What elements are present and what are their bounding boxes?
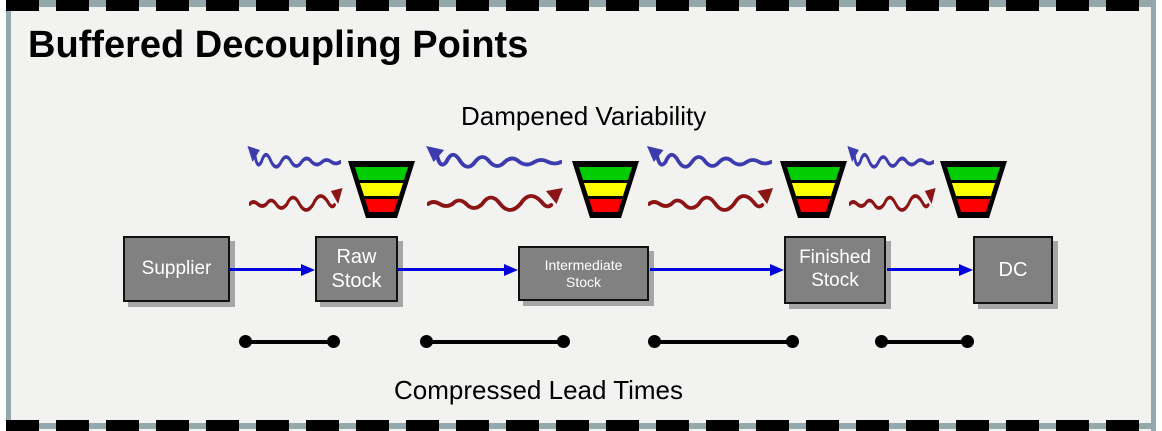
supply-variability-wave-icon: [427, 188, 563, 212]
variability-wave-pair: [645, 145, 774, 221]
flow-arrowhead-icon: [959, 263, 973, 276]
slide-title: Buffered Decoupling Points: [28, 24, 529, 66]
buffer-funnel-icon: [940, 161, 1007, 218]
demand-variability-wave-icon: [247, 146, 341, 169]
flow-arrow: [230, 263, 315, 276]
node-label: DC: [998, 259, 1028, 281]
lead-time-endpoint-icon: [961, 335, 974, 348]
lead-time-line: [881, 339, 968, 344]
node-intermediate-stock: Intermediate Stock: [518, 246, 649, 301]
flow-arrow-line: [887, 268, 959, 271]
supply-variability-wave-icon: [249, 188, 343, 212]
node-label: Finished Stock: [799, 247, 871, 291]
slide-frame: Buffered Decoupling Points Dampened Vari…: [6, 0, 1156, 431]
supply-variability-wave-icon: [849, 188, 936, 212]
flow-arrow-line: [230, 268, 301, 271]
lead-time-bar: [420, 335, 570, 348]
flow-arrow: [650, 263, 784, 276]
lead-time-endpoint-icon: [239, 335, 252, 348]
buffer-funnel-icon: [780, 161, 847, 218]
flow-arrow: [887, 263, 973, 276]
demand-variability-wave-icon: [426, 146, 562, 169]
lead-time-line: [426, 339, 564, 344]
node-label: Supplier: [141, 257, 212, 279]
flow-arrowhead-icon: [770, 263, 784, 276]
bottom-dashed-border: [6, 420, 1156, 431]
flow-arrow-line: [650, 268, 770, 271]
buffer-funnel-icon: [572, 161, 639, 218]
lead-time-bar: [875, 335, 974, 348]
lead-time-endpoint-icon: [875, 335, 888, 348]
node-dc: DC: [973, 236, 1053, 304]
diagram-canvas: Buffered Decoupling Points Dampened Vari…: [11, 0, 1151, 431]
variability-wave-pair: [246, 145, 343, 221]
variability-wave-pair: [424, 145, 563, 221]
lead-time-endpoint-icon: [557, 335, 570, 348]
lead-time-endpoint-icon: [786, 335, 799, 348]
dampened-variability-label: Dampened Variability: [461, 101, 707, 131]
demand-variability-wave-icon: [847, 146, 934, 169]
node-finished-stock: Finished Stock: [784, 236, 886, 304]
compressed-lead-times-label: Compressed Lead Times: [394, 375, 684, 405]
lead-time-line: [654, 339, 793, 344]
lead-time-bar: [239, 335, 340, 348]
lead-time-endpoint-icon: [648, 335, 661, 348]
lead-time-endpoint-icon: [420, 335, 433, 348]
variability-wave-pair: [846, 145, 936, 221]
flow-arrow: [398, 263, 518, 276]
node-supplier: Supplier: [123, 236, 230, 302]
top-dashed-border: [6, 0, 1156, 11]
node-label: Intermediate Stock: [544, 256, 623, 290]
flow-arrow-line: [398, 268, 504, 271]
flow-arrowhead-icon: [504, 263, 518, 276]
node-label: Raw Stock: [331, 246, 382, 292]
lead-time-bar: [648, 335, 799, 348]
flow-arrowhead-icon: [301, 263, 315, 276]
node-raw-stock: Raw Stock: [315, 236, 398, 302]
lead-time-line: [245, 339, 334, 344]
supply-variability-wave-icon: [648, 188, 774, 212]
lead-time-endpoint-icon: [327, 335, 340, 348]
demand-variability-wave-icon: [646, 146, 772, 169]
buffer-funnel-icon: [348, 161, 415, 218]
